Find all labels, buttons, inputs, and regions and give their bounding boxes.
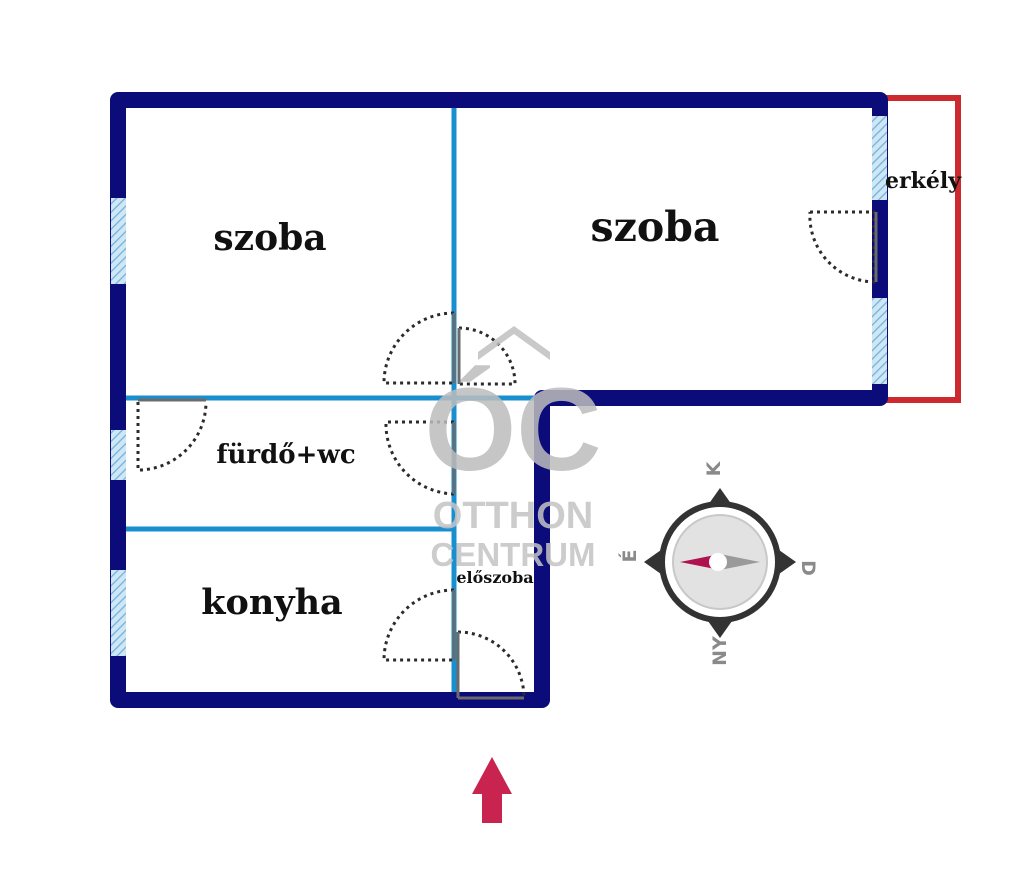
watermark-logo: ÓC OTTHON CENTRUM (425, 326, 602, 573)
window-right-room-top (872, 116, 887, 200)
arrow-up-icon (472, 757, 512, 823)
roof-icon (478, 326, 550, 360)
watermark-line1: OTTHON (433, 495, 593, 537)
room-label-erkely: erkély (885, 168, 962, 194)
door-leaves (138, 212, 878, 700)
compass: K D NY É (618, 460, 819, 665)
compass-label-west: É (618, 550, 641, 563)
room-label-szoba-left: szoba (213, 217, 326, 259)
compass-point-bottom (708, 621, 732, 638)
outer-walls (110, 92, 888, 708)
compass-label-south: NY (709, 636, 731, 666)
window-right-room-bottom (872, 298, 887, 384)
balcony-outline (880, 95, 961, 403)
windows (111, 116, 887, 656)
window-left-room (111, 198, 126, 284)
compass-label-east: D (797, 560, 819, 576)
window-bathroom (111, 430, 126, 480)
room-label-furdo: fürdő+wc (216, 440, 355, 470)
watermark-logo-text: ÓC (425, 364, 602, 496)
doors (136, 210, 876, 699)
compass-point-right (779, 550, 796, 574)
compass-pivot (709, 553, 727, 571)
room-label-szoba-right: szoba (591, 203, 720, 251)
compass-point-left (644, 550, 661, 574)
compass-point-top (708, 488, 732, 505)
room-label-eloszoba: előszoba (456, 568, 533, 587)
compass-label-north: K (703, 460, 725, 476)
compass-needle-south (720, 554, 760, 570)
room-label-konyha: konyha (201, 582, 343, 623)
watermark-line2: CENTRUM (431, 536, 596, 573)
window-kitchen (111, 570, 126, 656)
